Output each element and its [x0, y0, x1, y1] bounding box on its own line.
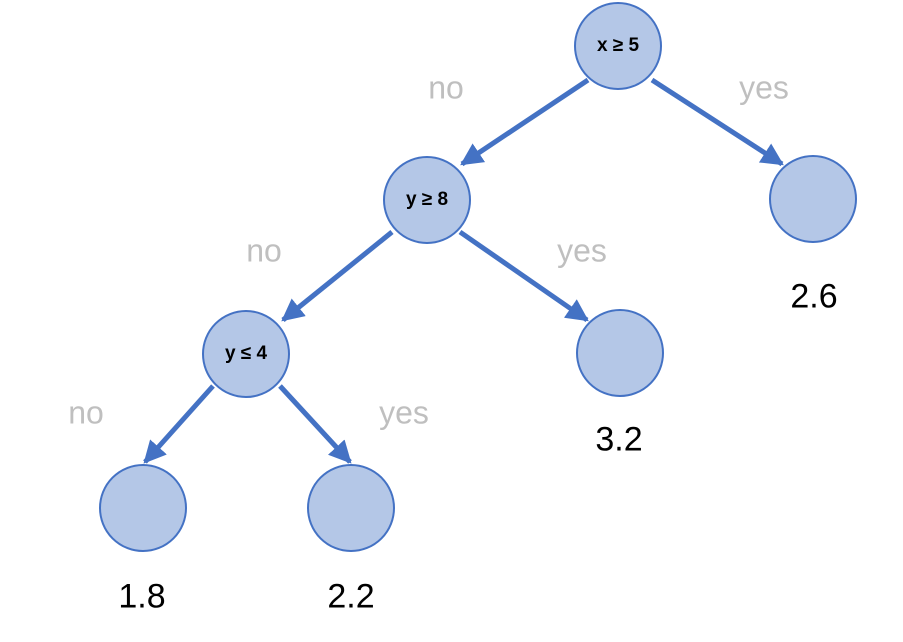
leaf-node-y4-yes	[307, 464, 395, 552]
leaf-node-y8-yes	[576, 309, 664, 397]
branch-label-y8-yes: yes	[557, 232, 607, 269]
edge-root-no	[460, 77, 590, 167]
leaf-node-x-yes	[769, 155, 857, 243]
edge-root-yes	[650, 77, 784, 167]
leaf-value-y4-no: 1.8	[118, 577, 166, 616]
leaf-value-x-yes: 2.6	[790, 277, 838, 316]
node-y-ge-8-condition: y ≥ 8	[405, 189, 449, 210]
leaf-node-y4-no	[99, 464, 187, 552]
leaf-value-y8-yes: 3.2	[595, 420, 643, 459]
edge-y4-yes	[278, 384, 352, 464]
root-condition: x ≥ 5	[596, 35, 640, 56]
node-y-le-4: y ≤ 4	[202, 310, 290, 398]
root-node: x ≥ 5	[574, 2, 662, 90]
node-y-le-4-condition: y ≤ 4	[224, 343, 268, 364]
node-y-ge-8: y ≥ 8	[383, 156, 471, 244]
edge-y8-yes	[458, 229, 589, 323]
branch-label-y8-no: no	[246, 232, 282, 269]
edge-y4-no	[143, 384, 215, 464]
leaf-value-y4-yes: 2.2	[327, 577, 375, 616]
edge-y8-no	[281, 230, 394, 322]
branch-label-root-no: no	[428, 69, 464, 106]
branch-label-root-yes: yes	[739, 69, 789, 106]
branch-label-y4-no: no	[68, 394, 104, 431]
branch-label-y4-yes: yes	[379, 394, 429, 431]
